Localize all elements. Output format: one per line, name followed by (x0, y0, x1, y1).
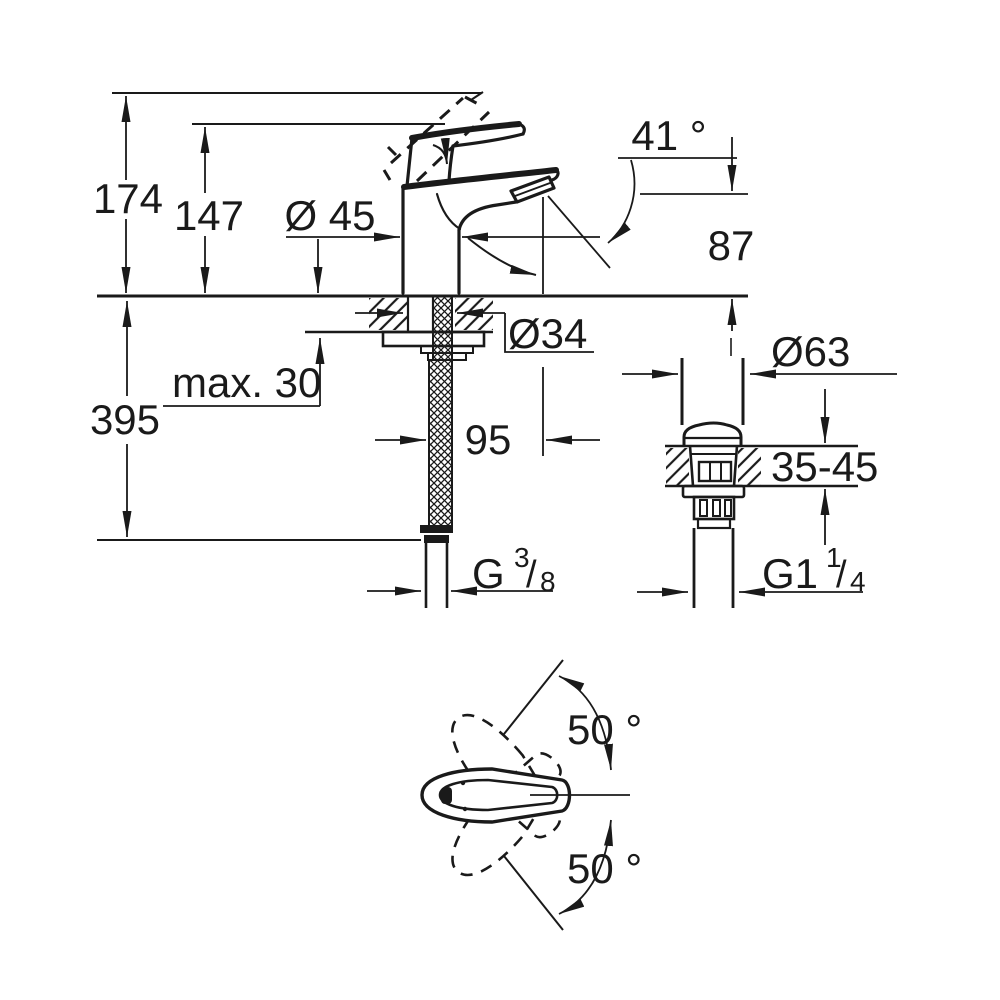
dimension-total-height: 174 (93, 91, 484, 293)
dim-label-41deg: 41 ° (631, 112, 706, 159)
dim-label-147: 147 (174, 192, 244, 239)
dimension-deck-thickness: 35-45 (771, 389, 878, 545)
thread-numerator: 1 (826, 542, 842, 573)
deck-hatch-left (666, 448, 689, 485)
angle-arc-down (558, 819, 613, 915)
counter-hatch-right (455, 298, 493, 330)
angle-arc (607, 159, 636, 244)
dimension-flange-diameter: Ø63 (622, 328, 897, 379)
hose-nut-top (420, 525, 453, 533)
dashed-lever-edge-b (415, 110, 491, 183)
thread-denominator: 8 (540, 566, 556, 597)
dim-label-50deg-up: 50 ° (567, 706, 642, 753)
waste-valve-body (681, 445, 746, 608)
body-spout-blend-curve (435, 192, 462, 231)
nut-lower-band (696, 517, 732, 530)
flow-arc-arrow (467, 237, 537, 276)
waste-tailpipe (692, 528, 735, 608)
handle-dashed-up (451, 752, 562, 877)
nut-slot (699, 499, 708, 517)
lever-top-edge (409, 121, 522, 141)
thread-numerator: 3 (514, 542, 530, 573)
dimension-supply-thread: G 3 / 8 (367, 542, 556, 597)
dimension-swing-angles: 50 ° 50 ° (503, 659, 642, 931)
counter-cross-section (97, 294, 748, 361)
counter-hatch-left (369, 298, 408, 330)
thread-slash: / (526, 554, 537, 596)
dim-label-d45: Ø 45 (284, 192, 375, 239)
handle-logo-slot (441, 787, 452, 804)
leader-line (504, 313, 594, 353)
dim-label-max30: max. 30 (172, 359, 321, 406)
lever-raised-dashed (382, 95, 491, 183)
dim-label-174: 174 (93, 175, 163, 222)
flow-direction-line (547, 195, 611, 269)
deck-hatch-right (738, 448, 761, 485)
lever-swing-arc (432, 137, 450, 165)
thread-denominator: 4 (850, 566, 866, 597)
shank-tube-edges (406, 296, 435, 332)
spout-top-edge (401, 167, 559, 190)
angle-line-up (503, 659, 564, 735)
nut-slot (724, 499, 732, 517)
angle-arc-up (558, 675, 613, 771)
aerator-inner-line (514, 182, 551, 197)
dim-label-d34: Ø34 (508, 310, 587, 357)
waste-view: Ø63 35-45 G1 1 / (622, 328, 897, 608)
handle-top-view: 50 ° 50 ° (420, 659, 642, 931)
thread-g: G (472, 550, 505, 597)
handle-dot (462, 806, 468, 812)
ref-line-top-tick (470, 91, 484, 101)
dimension-spout-angle: 41 ° (607, 112, 737, 244)
locknut-flange (681, 484, 746, 499)
supply-hose (420, 359, 453, 608)
valve-sides (688, 445, 739, 487)
dimension-body-diameter: Ø 45 (284, 192, 600, 293)
spout-tip (550, 168, 560, 182)
dimension-max-deck-thickness: max. 30 (163, 338, 325, 407)
dim-label-87: 87 (708, 222, 755, 269)
valve-window (697, 460, 733, 483)
aerator (509, 175, 556, 204)
valve-window-dividers (709, 462, 722, 481)
braided-hose (428, 359, 453, 528)
angle-line-down (503, 855, 564, 931)
front-view: 174 147 Ø 45 41 ° 87 (90, 91, 754, 608)
handle-swing-dashed (451, 713, 562, 877)
hose-nut-bottom (424, 535, 449, 543)
dim-label-50deg-down: 50 ° (567, 845, 642, 892)
neck-right-edge (447, 144, 455, 183)
thread-slash: / (836, 554, 847, 596)
dimension-waste-thread: G1 1 / 4 (637, 542, 866, 597)
spout-underside (457, 200, 518, 232)
dim-label-35-45: 35-45 (771, 443, 878, 490)
faucet-body-outline (401, 121, 560, 295)
handle-dashed-down (451, 713, 562, 839)
dimension-lever-height: 147 (174, 123, 445, 293)
dim-label-95: 95 (465, 416, 512, 463)
handle-inner-outline (438, 778, 559, 812)
dimension-hose-length: 395 (90, 301, 421, 541)
waste-pipe-top (680, 358, 745, 425)
threaded-rod (432, 295, 453, 361)
dim-label-d63: Ø63 (771, 328, 850, 375)
handle-dot (460, 780, 466, 786)
thread-g1: G1 (762, 550, 818, 597)
lever-underside (451, 132, 525, 148)
waste-cap-dome (682, 421, 743, 446)
dashed-lever-tip (464, 95, 481, 107)
dimension-spout-reach: 95 (375, 367, 600, 463)
dimension-hole-diameter: Ø34 (355, 308, 594, 357)
dimension-outlet-height: 87 (640, 137, 754, 331)
dashed-lever-edge-a (389, 96, 465, 165)
hose-tailpipe (424, 543, 449, 608)
dashed-lever-heel (382, 145, 398, 181)
nut-slot (712, 499, 721, 517)
dim-label-395: 395 (90, 396, 160, 443)
